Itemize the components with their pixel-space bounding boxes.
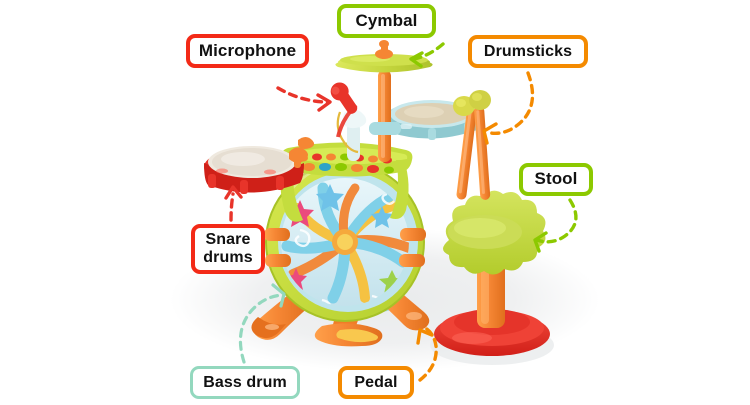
snare-drum-illustration [204, 137, 315, 194]
label-cymbal[interactable]: Cymbal [337, 4, 436, 38]
microphone-illustration [330, 82, 367, 161]
bass-drum-lugs [264, 158, 426, 267]
bass-drum-illustration [264, 158, 426, 322]
label-bass-drum[interactable]: Bass drum [190, 366, 300, 399]
label-snare-drums[interactable]: Snare drums [191, 224, 265, 274]
panel-buttons [298, 153, 394, 174]
cymbal-illustration [335, 40, 433, 162]
stool-seat [443, 190, 546, 275]
label-stool[interactable]: Stool [519, 163, 593, 196]
stool-illustration [430, 190, 554, 365]
snare-lugs [208, 174, 284, 194]
label-pedal[interactable]: Pedal [338, 366, 414, 399]
tom-drum-illustration [385, 100, 481, 140]
drumsticks-illustration [453, 90, 491, 200]
label-drumsticks[interactable]: Drumsticks [468, 35, 588, 68]
label-microphone[interactable]: Microphone [186, 34, 309, 68]
